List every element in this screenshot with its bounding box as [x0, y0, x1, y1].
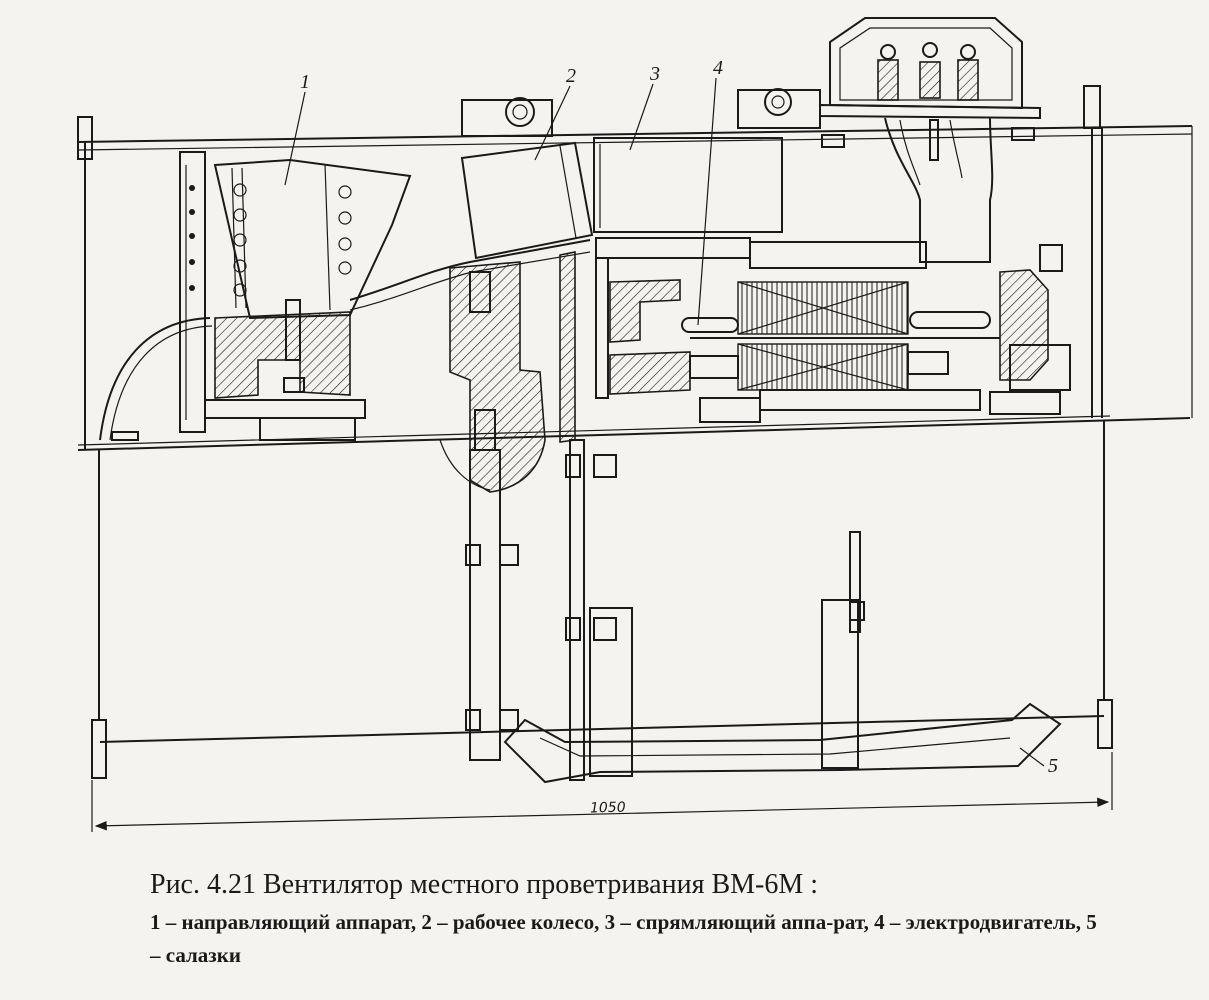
vane-bolt-holes	[233, 183, 352, 297]
caption-title: Рис. 4.21 Вентилятор местного проветрива…	[150, 869, 819, 900]
inlet-cone	[99, 317, 213, 441]
straightening-apparatus	[593, 88, 821, 233]
dimension-1050: 1050	[91, 752, 1113, 832]
terminal-box	[819, 17, 1041, 263]
label-4: 4	[713, 57, 723, 79]
label-3: 3	[649, 63, 660, 85]
label-5: 5	[1048, 755, 1058, 777]
label-2: 2	[566, 65, 576, 87]
electric-motor	[595, 237, 1071, 423]
dimension-label: 1050	[590, 800, 626, 817]
figure-caption: Рис. 4.21 Вентилятор местного проветрива…	[150, 868, 1110, 972]
label-1: 1	[300, 71, 310, 93]
working-impeller	[439, 97, 594, 493]
guide-vane-apparatus	[179, 151, 412, 441]
part-labels: 1 2 3 4 5	[284, 57, 1058, 777]
sled-runners	[465, 439, 1062, 784]
fan-technical-drawing: 1 2 3 4 5 1050	[77, 17, 1193, 832]
caption-legend: 1 – направляющий аппарат, 2 – рабочее ко…	[150, 910, 1097, 967]
fan-casing	[77, 85, 1193, 779]
guide-vane-rivets	[189, 185, 195, 291]
